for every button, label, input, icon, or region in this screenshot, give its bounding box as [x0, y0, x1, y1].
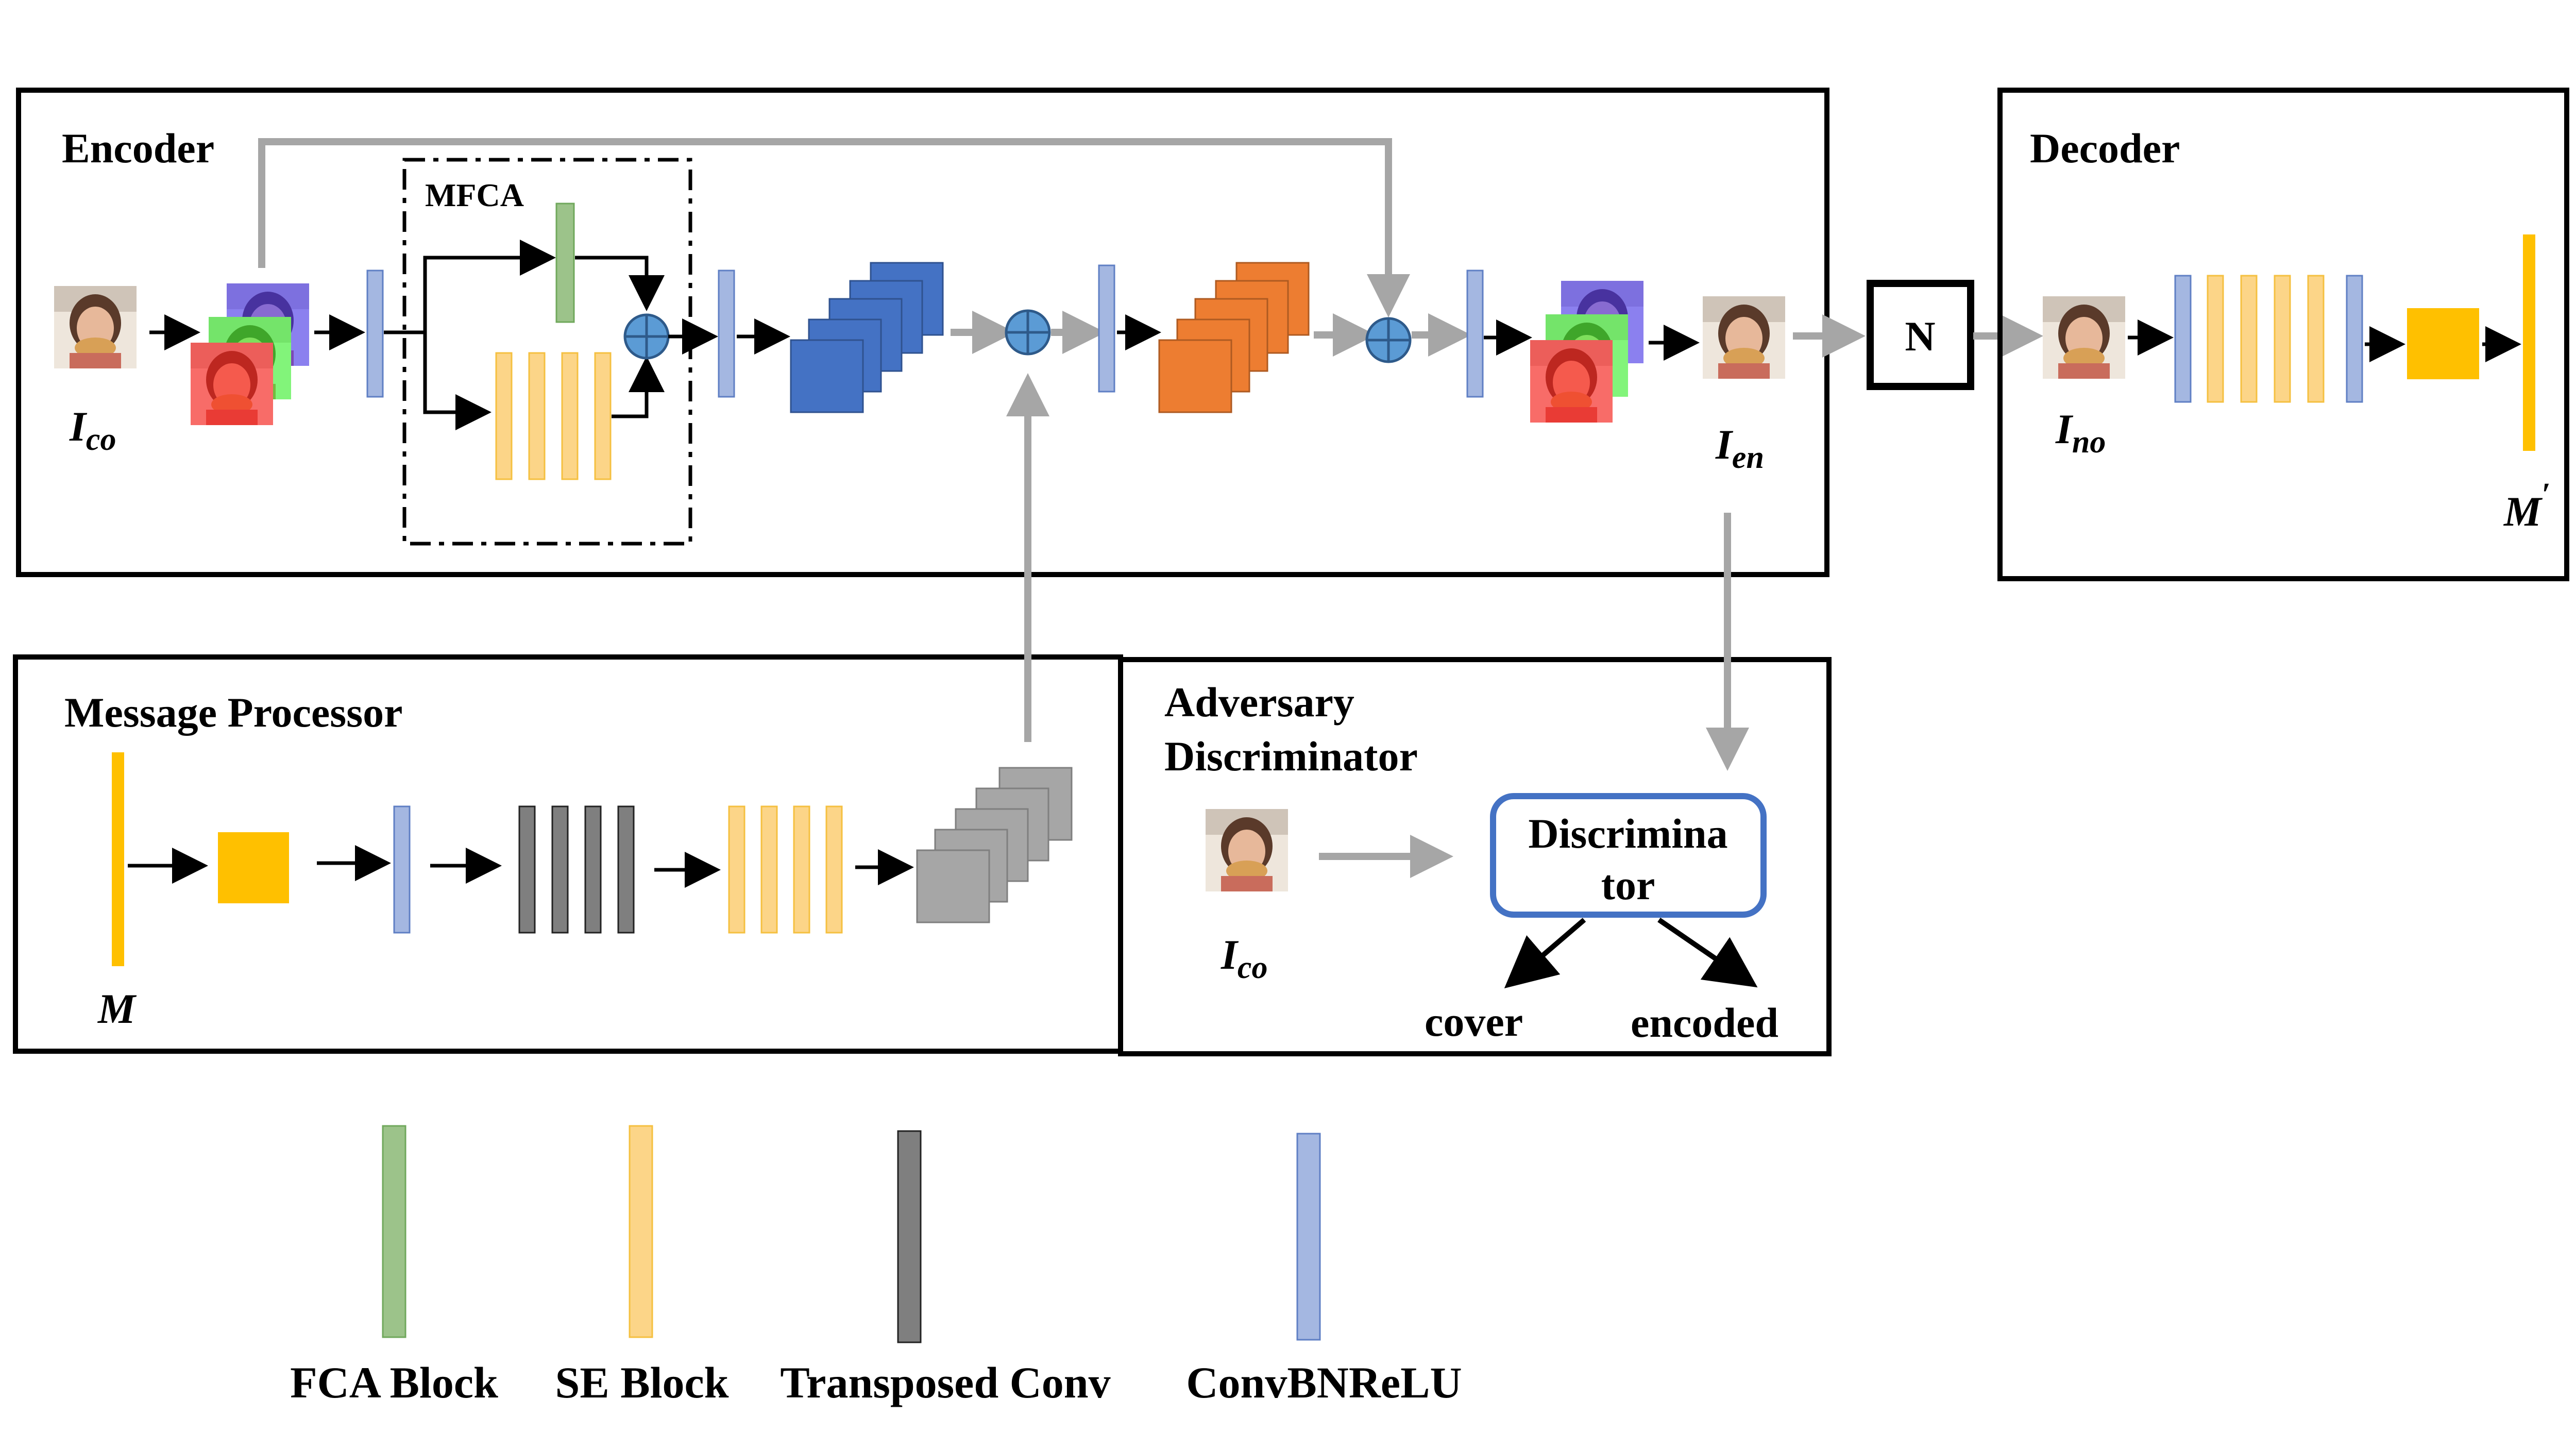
fca-block [555, 203, 575, 323]
arrow [612, 356, 665, 418]
decoder-input-label: Ino [2055, 406, 2106, 460]
transposed-conv-block [617, 805, 635, 934]
se-block [495, 352, 513, 480]
rgb-channels-image [1530, 281, 1643, 423]
noise-label: N [1905, 313, 1935, 360]
message-input-label: M [97, 985, 137, 1032]
encoder-output-label: Ien [1715, 421, 1764, 475]
transposed-conv-block [584, 805, 602, 934]
conv-bn-relu-block [1098, 264, 1115, 393]
se-block [2207, 275, 2224, 403]
arrow [575, 256, 665, 311]
noised-image [2043, 296, 2125, 379]
decoder-output-label: M′ [2503, 477, 2550, 535]
se-block [594, 352, 612, 480]
legend-se-swatch [629, 1125, 653, 1338]
se-block [825, 805, 843, 934]
discriminator-box [1490, 793, 1767, 918]
message-processor-title: Message Processor [64, 689, 403, 736]
arrow [1504, 918, 1586, 989]
legend-fca-swatch [382, 1125, 406, 1338]
linear-block [218, 832, 289, 903]
arrow [423, 240, 556, 332]
decoder-panel: Decoder Ino M′ [1997, 88, 2569, 581]
arrow [1657, 917, 1758, 988]
linear-block [2407, 308, 2479, 379]
legend-tconv-swatch [897, 1130, 922, 1343]
arrow [423, 332, 492, 430]
se-block [2307, 275, 2325, 403]
noise-layer: N [1867, 280, 1974, 390]
orange-feature-maps [1158, 262, 1310, 413]
mfca-label: MFCA [425, 177, 524, 213]
encoded-image [1703, 296, 1785, 379]
se-block [2274, 275, 2291, 403]
adversary-frame [1118, 657, 1832, 1056]
se-block [728, 805, 745, 934]
add-operator [1005, 309, 1051, 356]
se-block [561, 352, 579, 480]
conv-bn-relu-block [393, 805, 411, 934]
transposed-conv-block [518, 805, 536, 934]
legend-conv-swatch [1296, 1133, 1321, 1341]
se-block [2240, 275, 2258, 403]
transposed-conv-group [518, 805, 635, 934]
message-bar [112, 752, 124, 966]
se-block [760, 805, 778, 934]
cover-image [54, 286, 137, 368]
legend: FCA Block SE Block Transposed Conv ConvB… [290, 1125, 1462, 1407]
adversary-input-label: Ico [1221, 931, 1267, 985]
se-block-group [728, 805, 843, 934]
legend-fca-label: FCA Block [290, 1358, 498, 1407]
blue-feature-maps [790, 262, 944, 413]
legend-tconv-label: Transposed Conv [780, 1358, 1110, 1407]
skip-connection-arrow [258, 138, 1410, 317]
decoder-title: Decoder [2030, 125, 2180, 172]
encoder-input-label: Ico [69, 403, 116, 457]
adversary-title-line1: Adversary [1164, 679, 1354, 726]
conv-bn-relu-block [718, 269, 735, 398]
adversary-panel: Adversary Discriminator Ico Discrimina t… [1118, 657, 1832, 1056]
se-block [793, 805, 810, 934]
encoder-title: Encoder [62, 125, 214, 172]
se-block [528, 352, 546, 480]
output-encoded-label: encoded [1631, 999, 1778, 1046]
add-operator [623, 313, 670, 360]
cover-image [1206, 809, 1288, 891]
encoder-panel: Encoder Ico MFCA [16, 88, 1829, 577]
add-operator [1365, 317, 1412, 363]
discriminator-label-line1: Discrimina [1528, 810, 1727, 857]
se-block-group [495, 352, 612, 480]
adversary-title-line2: Discriminator [1164, 733, 1418, 780]
gray-feature-maps [916, 767, 1073, 923]
discriminator-label-line2: tor [1601, 862, 1655, 908]
decoded-message-bar [2523, 234, 2535, 451]
legend-conv-label: ConvBNReLU [1186, 1358, 1462, 1407]
message-processor-panel: Message Processor M [13, 654, 1123, 1054]
conv-bn-relu-block [2174, 275, 2192, 403]
decoder-frame [1997, 88, 2569, 581]
transposed-conv-block [551, 805, 569, 934]
legend-se-label: SE Block [555, 1358, 729, 1407]
output-cover-label: cover [1425, 998, 1523, 1045]
se-block-group [2207, 275, 2325, 403]
conv-bn-relu-block [1466, 269, 1484, 398]
conv-bn-relu-block [366, 269, 384, 398]
rgb-channels-image [191, 283, 309, 425]
conv-bn-relu-block [2346, 275, 2363, 403]
